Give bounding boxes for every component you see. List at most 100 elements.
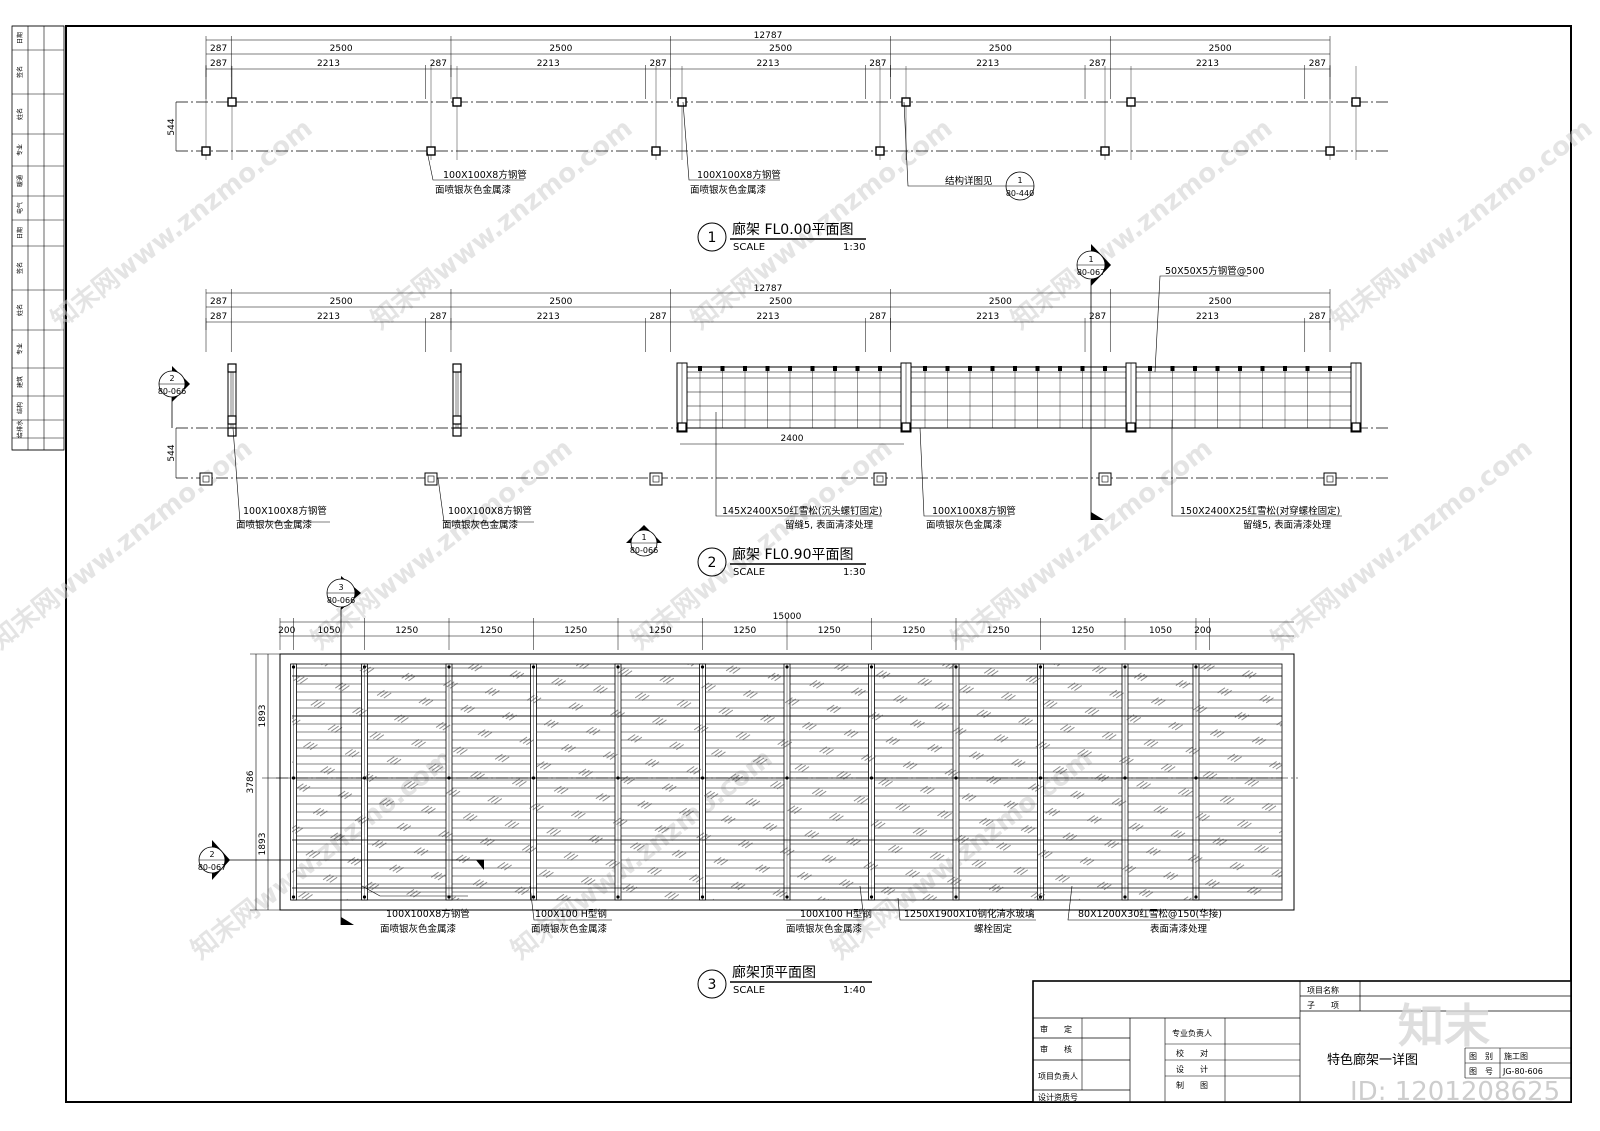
p2-note-1-line1: 100X100X8方钢管 [243, 505, 327, 517]
p3-side-dim-1: 1893 [258, 705, 268, 728]
p3-sec-left-bottom: 80-067 [198, 863, 226, 872]
tb-row-left-3: 项目负责人 [1038, 1071, 1078, 1081]
p3-dim-top: 1250 [564, 626, 587, 636]
p3-dim-top: 1250 [902, 626, 925, 636]
p3-section-marker-left: 2 80-067 [198, 840, 484, 880]
p2-section-marker-top: 1 80-067 [1076, 244, 1111, 520]
p2-note-5-line1: 150X2400X25红雪松(对穿螺栓固定) [1180, 505, 1340, 517]
p2-dim-top: 2500 [769, 297, 792, 307]
p1-dim-top: 2500 [549, 44, 572, 54]
strip-label: 姓名 [16, 304, 24, 316]
strip-label: 专业 [16, 343, 24, 355]
tb-stage-label: 图 别 [1469, 1052, 1493, 1061]
p1-dim-sub: 287 [1089, 59, 1106, 69]
tb-drawing-title: 特色廊架一详图 [1327, 1052, 1418, 1068]
p3-note-4-line2: 螺栓固定 [974, 923, 1013, 935]
p2-sec-bottom-bottom: 80-066 [630, 546, 658, 555]
strip-label: 签名 [16, 262, 24, 274]
p3-scale-label: SCALE [733, 985, 765, 996]
p2-note-5-line2: 留缝5, 表面清漆处理 [1243, 519, 1332, 531]
watermark-site-text: 知末网www.znzmo.com [1006, 113, 1278, 335]
tb-row-left-4: 设计资质号 [1038, 1092, 1078, 1102]
watermark-site-text: 知末网www.znzmo.com [0, 433, 258, 655]
tb-row-left-1: 审 定 [1040, 1024, 1072, 1034]
p2-top-note: 50X50X5方钢管@500 [1165, 265, 1264, 277]
p2-dim-sub: 2213 [537, 312, 560, 322]
p3-sec-top-bottom: 80-066 [327, 596, 355, 605]
strip-label: 专业 [16, 144, 24, 156]
p1-note-1-line2: 面喷银灰色金属漆 [435, 184, 512, 196]
p2-note-4-line2: 面喷银灰色金属漆 [926, 519, 1003, 531]
p3-dim-top: 200 [278, 626, 295, 636]
tb-row-mid-2: 校 对 [1176, 1048, 1208, 1058]
p2-dim-sub: 287 [430, 312, 447, 322]
p2-scale: 1:30 [843, 567, 865, 578]
tb-number-label: 图 号 [1469, 1067, 1493, 1076]
p2-sec-left-bottom: 80-066 [158, 387, 186, 396]
p3-number: 3 [708, 977, 717, 993]
watermark-site-text: 知末网www.znzmo.com [1326, 113, 1598, 335]
p3-note-1-line1: 100X100X8方钢管 [386, 908, 470, 920]
p2-dim-top: 2500 [330, 297, 353, 307]
p1-dim-sub: 287 [210, 59, 227, 69]
p2-dim-top: 287 [210, 297, 227, 307]
p2-dim-top: 2500 [989, 297, 1012, 307]
p1-note-1-line1: 100X100X8方钢管 [443, 169, 527, 181]
p1-dim-sub: 2213 [537, 59, 560, 69]
p1-dim-sub: 2213 [1196, 59, 1219, 69]
p3-note-3-line2: 面喷银灰色金属漆 [786, 923, 863, 935]
p2-sec-top-top: 1 [1088, 255, 1093, 264]
p3-dim-top: 1250 [987, 626, 1010, 636]
p2-sec-bottom-top: 1 [641, 533, 646, 542]
p2-side-dim: 544 [167, 444, 177, 461]
tb-row-mid-3: 设 计 [1176, 1064, 1208, 1074]
p2-note-4-line1: 100X100X8方钢管 [932, 505, 1016, 517]
strip-label: 姓名 [16, 108, 24, 120]
tb-row-left-2: 审 核 [1040, 1044, 1072, 1054]
p2-note-3-line2: 留缝5, 表面清漆处理 [785, 519, 874, 531]
p1-dim-sub: 287 [1309, 59, 1326, 69]
p2-title: 廊架 FL0.90平面图 [732, 546, 853, 563]
p3-dim-top: 1250 [649, 626, 672, 636]
p3-note-5-line1: 80X1200X30红雪松@150(华接) [1078, 908, 1222, 920]
p3-note-5-line2: 表面清漆处理 [1150, 923, 1208, 935]
sheet-border [65, 25, 1572, 1103]
p2-dim-sub: 287 [1309, 312, 1326, 322]
p1-struct-note: 结构详图见 [945, 175, 993, 187]
p3-dim-top: 1250 [818, 626, 841, 636]
p1-dim-top: 2500 [989, 44, 1012, 54]
strip-label: 建筑 [16, 376, 24, 388]
p1-side-dim: 544 [167, 118, 177, 135]
p1-dim-sub: 2213 [317, 59, 340, 69]
strip-label: 结构 [16, 402, 24, 414]
p3-sec-top-top: 3 [338, 583, 343, 592]
p3-note-1-line2: 面喷银灰色金属漆 [380, 923, 457, 935]
p1-struct-ref-top: 1 [1017, 176, 1022, 185]
p2-note-2-line2: 面喷银灰色金属漆 [442, 519, 519, 531]
p2-scale-label: SCALE [733, 567, 765, 578]
p2-dim-top: 2500 [1209, 297, 1232, 307]
p2-section-marker-bottom: 1 80-066 [626, 525, 662, 557]
p1-dim-sub: 287 [869, 59, 886, 69]
strip-label: 日期 [16, 32, 24, 44]
p3-note-3-line1: 100X100 H型钢 [800, 908, 872, 920]
p2-note-1-line2: 面喷银灰色金属漆 [236, 519, 313, 531]
strip-label: 签名 [16, 66, 24, 78]
p1-title: 廊架 FL0.00平面图 [732, 221, 853, 238]
p1-dim-top: 287 [210, 44, 227, 54]
p2-note-3-line1: 145X2400X50红雪松(沉头螺钉固定) [722, 505, 882, 517]
tb-project-name-label: 项目名称 [1307, 985, 1339, 995]
p3-dim-top: 1050 [1149, 626, 1172, 636]
watermark-site-text: 知末网www.znzmo.com [366, 113, 638, 335]
p3-dim-top: 1250 [395, 626, 418, 636]
watermark-site-text: 知末网www.znzmo.com [46, 113, 318, 335]
p2-dim-sub: 2213 [757, 312, 780, 322]
p3-note-4-line1: 1250X1900X10钢化清水玻璃 [904, 908, 1034, 920]
p2-span-dim: 2400 [781, 434, 804, 444]
strip-label: 电气 [16, 202, 24, 214]
p3-dim-top: 1250 [480, 626, 503, 636]
